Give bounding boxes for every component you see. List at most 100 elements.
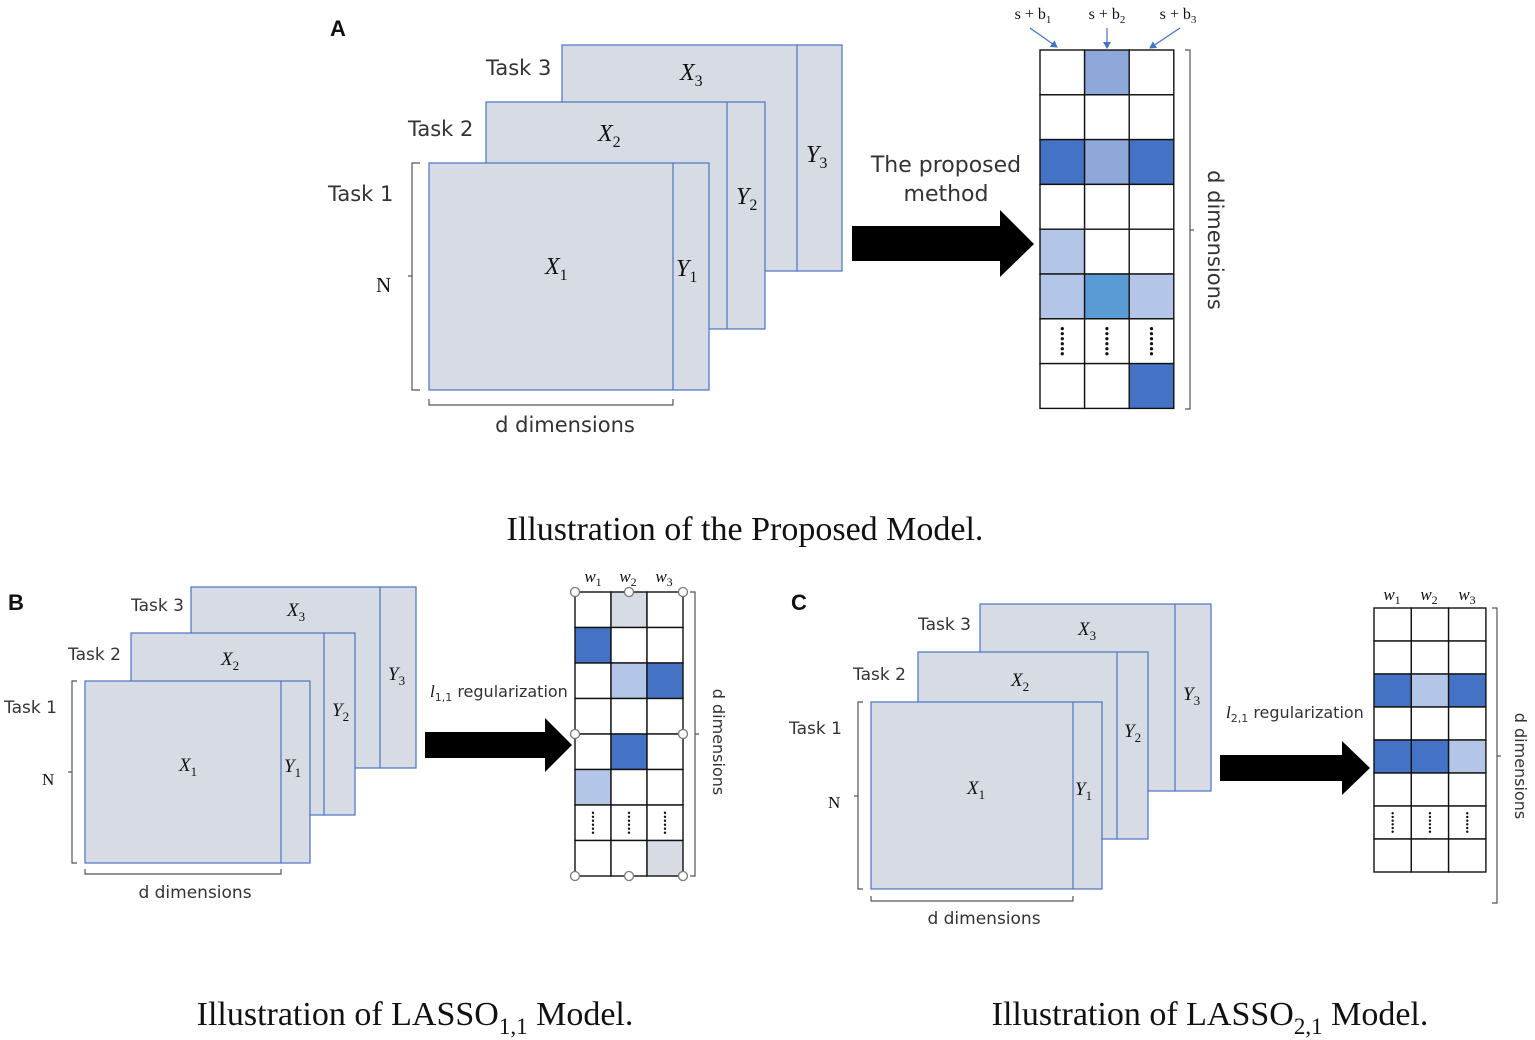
panel-a-big-arrow [852,210,1034,277]
panel-b-x1-label: X1 [178,755,197,779]
ellipsis-dot [1391,826,1394,830]
ellipsis-dot [1466,812,1469,815]
panel-b-cell-r3-c1 [574,662,612,700]
panel-a-cell-r1-c1 [1039,49,1086,96]
panel-c-cell-r5-c3 [1447,739,1487,774]
panel-a-cell-r6-c2 [1083,273,1130,320]
ellipsis-dot [663,827,667,830]
panel-a-cell-r8-c1 [1039,362,1086,410]
panel-c-task1-label: Task 1 [788,719,842,739]
panel-b-cell-r7-c3 [646,804,684,842]
panel-b-handle-br [677,870,689,882]
panel-b-arrow-label: l1,1 regularization [430,682,568,704]
ellipsis-dot [1105,342,1109,346]
panel-a-col-pointer-1 [1029,27,1058,48]
panel-c-y2-label: Y2 [1124,721,1141,745]
panel-b-task3-label: Task 3 [130,596,184,616]
panel-c-cell-r1-c2 [1410,607,1450,642]
ellipsis-dot [1466,826,1469,830]
panel-c-weight-matrix [1373,607,1487,873]
panel-b-y2-label: Y2 [332,700,349,724]
panel-b-cell-r5-c2 [610,733,648,771]
panel-c-cell-r4-c1 [1373,706,1412,741]
panel-a-cell-r5-c2 [1083,228,1130,275]
panel-b: B Task 3 Task 2 Task 1 X3 X2 X1 Y3 Y2 Y1… [3,567,728,1039]
ellipsis-dot [1466,830,1469,833]
panel-a-col-header-1: s + b1 [1015,6,1052,26]
panel-b-cell-r6-c1 [574,768,612,806]
panel-b-y1-label: Y1 [284,756,301,780]
ellipsis-dot [1391,823,1394,826]
panel-b-task1-tile [84,680,311,864]
panel-c-cell-r2-c2 [1410,640,1450,675]
panel-b-side-label: d dimensions [709,689,728,795]
panel-c-cell-r3-c3 [1447,673,1487,708]
ellipsis-dot [1060,347,1064,351]
ellipsis-dot [1149,352,1154,356]
panel-b-side-brace [690,591,699,877]
ellipsis-dot [1428,826,1432,830]
panel-a-y3-label: Y3 [806,142,827,172]
panel-a-n-brace [408,162,420,391]
panel-a-task1-label: Task 1 [327,182,393,206]
panel-a-y2-label: Y2 [736,184,757,214]
panel-a-col-pointer-3 [1149,27,1181,49]
ellipsis-dot [1105,347,1109,351]
ellipsis-dot [1060,332,1064,336]
panel-c-big-arrow [1220,741,1370,795]
panel-a-x1-label: X1 [544,254,568,284]
ellipsis-dot [1391,819,1394,822]
ellipsis-dot [591,827,595,830]
panel-a-d-label: d dimensions [495,413,635,437]
panel-c-cell-r2-c1 [1373,640,1412,675]
panel-b-cell-r1-c3 [646,591,684,629]
panel-c-task1-tile [870,701,1103,890]
panel-a-side-brace [1185,49,1194,410]
panel-b-x3-label: X3 [286,600,305,624]
panel-b-handle-bl [569,870,581,882]
ellipsis-dot [663,819,667,822]
panel-b-cell-r4-c1 [574,697,612,735]
panel-a-cell-r8-c3 [1128,362,1175,410]
panel-c-d-brace [870,896,1074,902]
panel-b-cell-r5-c1 [574,733,612,771]
ellipsis-dot [591,823,595,826]
panel-a-cell-r6-c1 [1039,273,1086,320]
ellipsis-dot [1060,352,1064,356]
panel-a-caption: Illustration of the Proposed Model. [507,511,984,548]
panel-b-task2-label: Task 2 [67,645,121,665]
panel-a-arrow-label-2: method [904,182,989,207]
panel-b-cell-r3-c3 [646,662,684,700]
panel-a-cell-r7-c2 [1083,318,1130,365]
panel-a-cell-r8-c2 [1083,362,1130,410]
panel-c-cell-r2-c3 [1447,640,1487,675]
panel-a-letter: A [330,16,346,41]
panel-b-cell-r2-c3 [646,626,684,664]
panel-b-cell-r1-c1 [574,591,612,629]
panel-b-y3-label: Y3 [388,664,405,688]
panel-c-cell-r7-c3 [1447,805,1487,840]
panel-a-weight-matrix [1039,49,1175,410]
panel-b-cell-r8-c2 [610,839,648,877]
panel-c-col-header-1: w1 [1383,585,1400,607]
panel-c-x3-label: X3 [1077,619,1096,643]
panel-a-col-header-2: s + b2 [1089,6,1126,26]
panel-a-cell-r4-c2 [1083,183,1130,230]
ellipsis-dot [663,823,667,826]
panel-a-y1-label: Y1 [676,256,697,286]
panel-c-cell-r6-c1 [1373,772,1412,807]
ellipsis-dot [627,819,631,822]
panel-b-handle-tr [677,586,689,598]
panel-c-x1-label: X1 [966,778,985,802]
ellipsis-dot [591,815,595,818]
panel-b-n-label: N [42,770,54,789]
panel-b-col-header-1: w1 [584,567,601,589]
panel-c-x2-label: X2 [1010,670,1029,694]
panel-a-cell-r5-c1 [1039,228,1086,275]
panel-a-cell-r2-c2 [1083,94,1130,141]
panel-a-task3-label: Task 3 [485,56,551,80]
ellipsis-dot [1149,347,1154,351]
panel-a-cell-r1-c2 [1083,49,1130,96]
panel-b-cell-r6-c3 [646,768,684,806]
ellipsis-dot [591,831,595,834]
